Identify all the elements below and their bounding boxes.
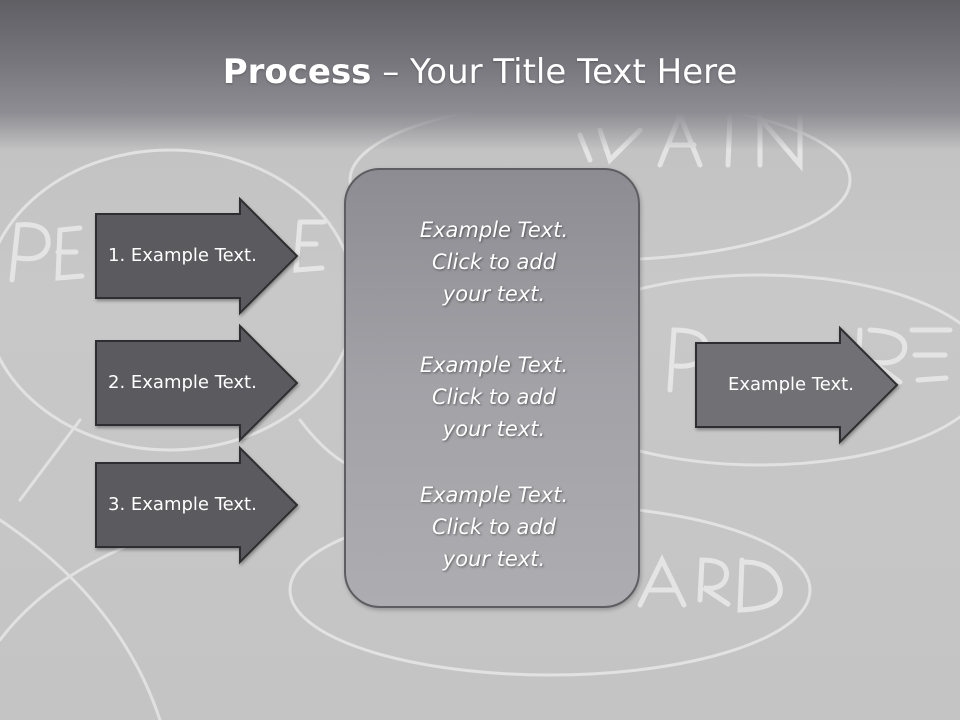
left-arrow-3[interactable] xyxy=(95,445,299,565)
title-band xyxy=(0,0,960,150)
center-block-2: Example Text. Click to add your text. xyxy=(346,349,642,445)
left-arrow-1-label: 1. Example Text. xyxy=(108,245,257,266)
center-text-box[interactable]: Example Text. Click to add your text. Ex… xyxy=(344,168,640,608)
left-arrow-2-label: 2. Example Text. xyxy=(108,372,257,393)
right-arrow[interactable] xyxy=(695,325,899,445)
center-block-1-line-1: Example Text. xyxy=(419,218,569,242)
center-block-1: Example Text. Click to add your text. xyxy=(346,214,642,310)
title-rest: – Your Title Text Here xyxy=(371,52,738,92)
page-title: Process – Your Title Text Here xyxy=(0,52,960,92)
center-block-1-line-3: your text. xyxy=(442,282,546,306)
center-block-2-line-1: Example Text. xyxy=(419,353,569,377)
center-block-1-line-2: Click to add xyxy=(431,250,556,274)
center-block-2-line-2: Click to add xyxy=(431,385,556,409)
left-arrow-2[interactable] xyxy=(95,323,299,443)
left-arrow-3-label: 3. Example Text. xyxy=(108,494,257,515)
center-block-3: Example Text. Click to add your text. xyxy=(346,479,642,575)
right-arrow-label: Example Text. xyxy=(728,374,854,395)
center-block-3-line-2: Click to add xyxy=(431,515,556,539)
left-arrow-1[interactable] xyxy=(95,196,299,316)
title-bold: Process xyxy=(222,52,372,92)
center-block-3-line-1: Example Text. xyxy=(419,483,569,507)
center-block-2-line-3: your text. xyxy=(442,417,546,441)
center-block-3-line-3: your text. xyxy=(442,547,546,571)
